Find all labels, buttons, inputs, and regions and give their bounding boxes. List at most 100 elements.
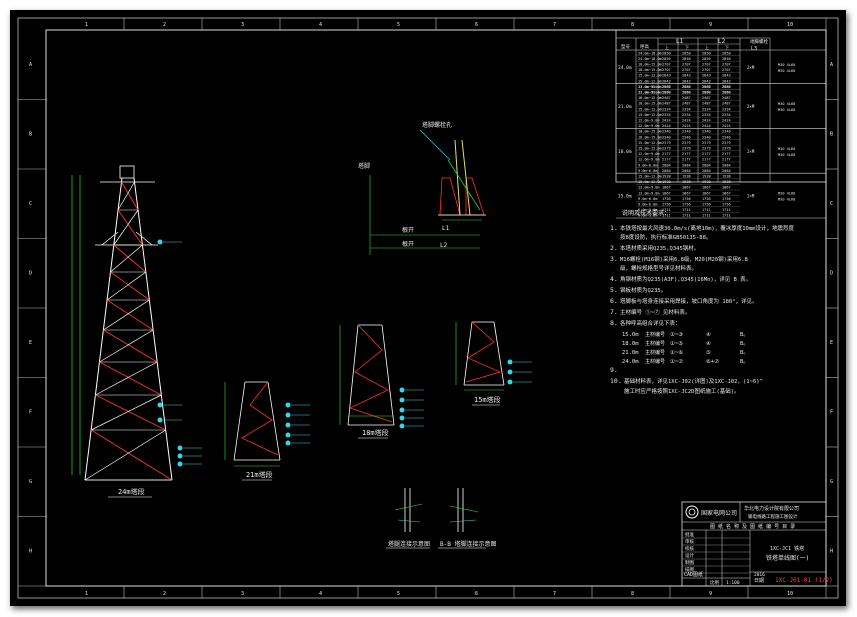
svg-text:2340: 2340	[662, 135, 671, 139]
svg-text:2867: 2867	[662, 85, 671, 89]
svg-text:24.0m~18.0m: 24.0m~18.0m	[638, 51, 662, 55]
svg-text:地脚螺栓: 地脚螺栓	[750, 38, 768, 45]
svg-text:1938: 1938	[722, 175, 731, 179]
svg-text:1867: 1867	[662, 186, 671, 190]
svg-text:2867: 2867	[702, 85, 711, 89]
company-logo	[685, 505, 699, 519]
svg-text:2177: 2177	[722, 152, 731, 156]
svg-text:2.: 2.	[610, 244, 618, 252]
drawing-index-title: 图 纸 名 称 及 图 纸 编 号 目 录	[710, 523, 795, 530]
svg-text:2379: 2379	[722, 141, 731, 145]
svg-text:上: 上	[705, 44, 709, 50]
svg-text:1711: 1711	[682, 214, 691, 218]
svg-text:18.0m: 18.0m	[622, 341, 639, 347]
svg-text:2843: 2843	[702, 74, 711, 78]
svg-text:2177: 2177	[702, 152, 711, 156]
svg-text:2340: 2340	[722, 135, 731, 139]
svg-text:2867: 2867	[702, 91, 711, 95]
view-15m-label: 15m塔段	[474, 395, 501, 404]
svg-text:下: 下	[685, 45, 689, 50]
technical-notes: 说明及技术要求：1.本铁塔按最大风速30.0m/s(离地10m)，覆冰厚度10m…	[610, 209, 794, 395]
svg-text:1756: 1756	[682, 203, 691, 207]
svg-text:15.0m~12.0m: 15.0m~12.0m	[638, 107, 662, 111]
svg-text:12.0m~9.0m: 12.0m~9.0m	[638, 191, 660, 195]
svg-text:B。: B。	[740, 341, 749, 347]
svg-text:15.0m~12.0m: 15.0m~12.0m	[638, 147, 662, 151]
svg-text:2930: 2930	[722, 85, 731, 89]
col-mark-bottom: 5	[397, 591, 400, 597]
svg-text:校核: 校核	[685, 545, 694, 552]
svg-text:2×M: 2×M	[747, 149, 755, 154]
col-mark-bottom: 4	[319, 591, 322, 597]
svg-text:1756: 1756	[702, 203, 711, 207]
scale-value: 1:100	[726, 580, 740, 586]
row-mark-left: A	[29, 62, 32, 68]
svg-text:1938: 1938	[682, 175, 691, 179]
svg-text:B。: B。	[740, 350, 749, 356]
svg-text:钢板材质为Q235。: 钢板材质为Q235。	[620, 286, 666, 294]
svg-text:2379: 2379	[662, 147, 671, 151]
svg-text:1711: 1711	[662, 208, 671, 212]
svg-text:2379: 2379	[722, 147, 731, 151]
col-mark-bottom: 10	[787, 591, 793, 597]
col-mark-bottom: 3	[241, 591, 244, 597]
col-mark-top: 3	[241, 22, 244, 28]
col-mark-bottom: 7	[553, 591, 556, 597]
svg-text:①~⑦: ①~⑦	[670, 358, 683, 365]
svg-text:描图: 描图	[685, 566, 694, 573]
svg-text:L2: L2	[718, 38, 726, 45]
svg-text:6.0m~3.0m: 6.0m~3.0m	[638, 208, 657, 212]
svg-text:2340: 2340	[682, 135, 691, 139]
sheet-label: CAD图纸	[684, 571, 703, 578]
row-mark-left: G	[29, 479, 32, 485]
svg-text:12.0m~9.0m: 12.0m~9.0m	[638, 119, 660, 123]
svg-text:2487: 2487	[702, 96, 711, 100]
svg-text:下: 下	[725, 45, 729, 50]
svg-text:M30 4L60: M30 4L60	[778, 108, 795, 112]
svg-text:15.0m~12.0m: 15.0m~12.0m	[638, 180, 662, 184]
svg-text:18.0m~15.0m: 18.0m~15.0m	[638, 68, 662, 72]
svg-text:1711: 1711	[722, 208, 731, 212]
svg-text:18.0m~15.0m: 18.0m~15.0m	[638, 102, 662, 106]
svg-text:制图: 制图	[685, 559, 694, 566]
col-mark-bottom: 1	[85, 591, 88, 597]
svg-text:2177: 2177	[702, 158, 711, 162]
svg-text:2930: 2930	[702, 91, 711, 95]
tower-24m: 24m塔段	[71, 165, 202, 498]
col-mark-top: 5	[397, 22, 400, 28]
svg-text:2930: 2930	[722, 91, 731, 95]
svg-text:2340: 2340	[722, 130, 731, 134]
row-mark-right: H	[830, 549, 833, 555]
foot-dim-2: 根开	[402, 240, 414, 248]
svg-text:4.: 4.	[610, 275, 618, 283]
svg-text:12.0m~9.0m: 12.0m~9.0m	[638, 186, 660, 190]
svg-text:2487: 2487	[722, 102, 731, 106]
svg-text:2340: 2340	[702, 130, 711, 134]
svg-text:10.: 10.	[610, 377, 622, 385]
svg-text:9.0m~6.0m: 9.0m~6.0m	[638, 169, 657, 173]
foot-l2: L2	[440, 242, 448, 249]
svg-text:⑥+⑦: ⑥+⑦	[706, 358, 719, 365]
foot-l1: L1	[442, 225, 450, 232]
svg-text:2487: 2487	[662, 102, 671, 106]
svg-text:1867: 1867	[682, 186, 691, 190]
svg-text:2177: 2177	[662, 158, 671, 162]
svg-text:2850: 2850	[682, 57, 691, 61]
svg-text:2424: 2424	[682, 119, 691, 123]
foot-top-note: 塔脚螺栓孔	[422, 121, 452, 129]
scale-label: 比例	[710, 579, 719, 586]
svg-text:2084: 2084	[682, 163, 691, 167]
joint-detail-1: 塔腿连接示意图	[386, 488, 430, 549]
view-18m-label: 18m塔段	[362, 428, 389, 437]
svg-text:M30 4L60: M30 4L60	[778, 63, 795, 67]
svg-text:15.0m~12.0m: 15.0m~12.0m	[638, 74, 662, 78]
svg-text:6.0m~3.0m: 6.0m~3.0m	[638, 214, 657, 218]
svg-text:M30 4L60: M30 4L60	[778, 198, 795, 202]
svg-text:2334: 2334	[722, 107, 731, 111]
svg-text:2843: 2843	[722, 74, 731, 78]
svg-text:18.0m~15.0m: 18.0m~15.0m	[638, 130, 662, 134]
svg-text:21.0m: 21.0m	[618, 104, 632, 110]
svg-text:⑤: ⑤	[706, 349, 711, 356]
